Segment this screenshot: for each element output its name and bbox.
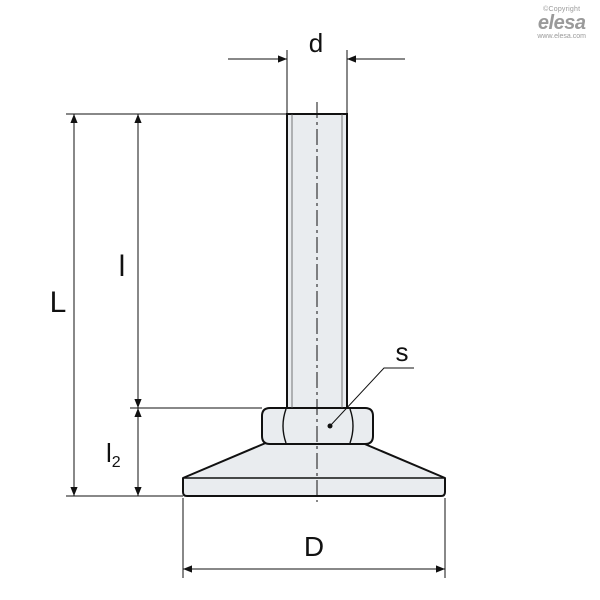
leader-s-dot	[327, 423, 333, 429]
label-l2-sub: 2	[112, 454, 121, 471]
label-l2-main: l	[106, 438, 112, 468]
label-l: l	[119, 250, 126, 283]
label-l2: l2	[106, 438, 121, 471]
leader-s	[329, 367, 414, 427]
label-L: L	[50, 286, 67, 319]
label-s: s	[396, 337, 409, 367]
label-d: d	[309, 28, 323, 58]
base-foot	[182, 441, 446, 497]
copyright-text: ©Copyright	[543, 6, 581, 13]
hex-nut-edges	[282, 408, 354, 444]
website-text: www.elesa.com	[537, 33, 586, 40]
label-D: D	[304, 531, 324, 562]
elesa-logo: elesa	[537, 12, 586, 34]
elesa-watermark: ©Copyright elesa www.elesa.com	[537, 6, 586, 40]
